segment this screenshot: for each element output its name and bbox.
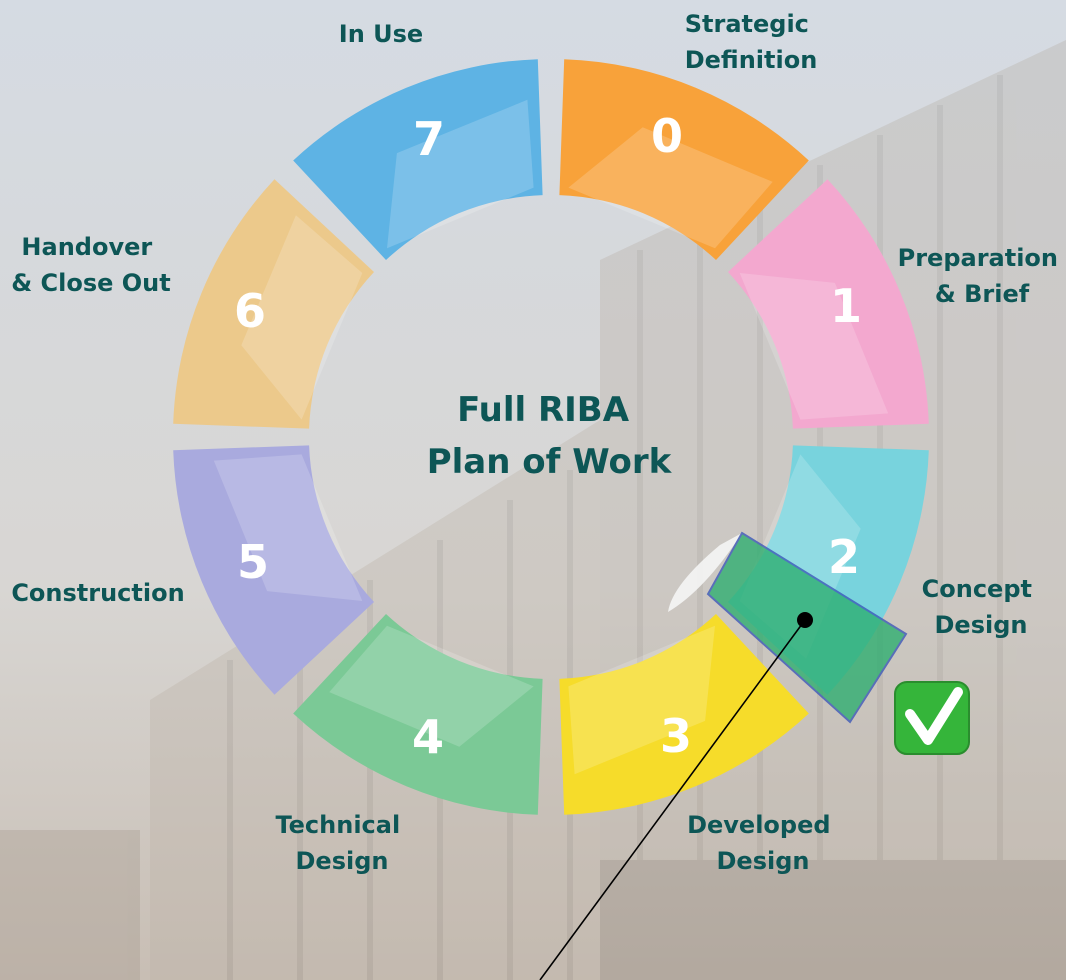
stage-4-label: Technical Design [275,811,408,875]
stage-3-facet [568,625,715,775]
check-mark-icon [905,687,963,745]
stage-0-facet [568,127,773,249]
leader-dot [797,612,813,628]
stage-6-number: 6 [234,284,266,338]
stage-numbers: 0 1 2 3 4 5 6 7 [234,109,862,764]
stage-1-segment[interactable] [728,179,929,429]
stage-4-number: 4 [412,710,444,764]
diagram-title: Full RIBA Plan of Work [427,390,673,482]
stage-7-segment[interactable] [293,59,543,261]
stage-4-segment[interactable] [293,614,543,815]
stage-3-segment[interactable] [559,614,809,815]
check-badge[interactable] [894,681,970,755]
stage-5-label: Construction [11,579,184,607]
stage-0-number: 0 [651,109,683,163]
stage-7-facet [387,99,534,249]
stage-2-number: 2 [828,530,860,584]
stage-3-number: 3 [660,709,692,763]
stage-1-facet [739,273,889,420]
stage-2-label: Concept Design [922,575,1041,639]
stage-6-label: Handover & Close Out [11,233,171,297]
stage-1-number: 1 [830,279,862,333]
stage-0-label: Strategic Definition [685,10,818,74]
stage-7-label: In Use [339,20,423,48]
stage-6-facet [241,215,363,420]
stage-5-facet [213,454,363,601]
stage-3-label: Developed Design [687,811,839,875]
stage-1-label: Preparation & Brief [898,244,1066,308]
wheel-segments [173,59,929,815]
stage-4-facet [329,625,534,747]
stage-7-number: 7 [413,112,445,166]
stage-0-segment[interactable] [559,59,809,261]
stage-5-segment[interactable] [173,445,374,695]
leader-line [539,619,806,980]
stage-labels: Strategic Definition Preparation & Brief… [11,10,1066,875]
stage-5-number: 5 [237,535,269,589]
stage-6-segment[interactable] [173,179,374,429]
